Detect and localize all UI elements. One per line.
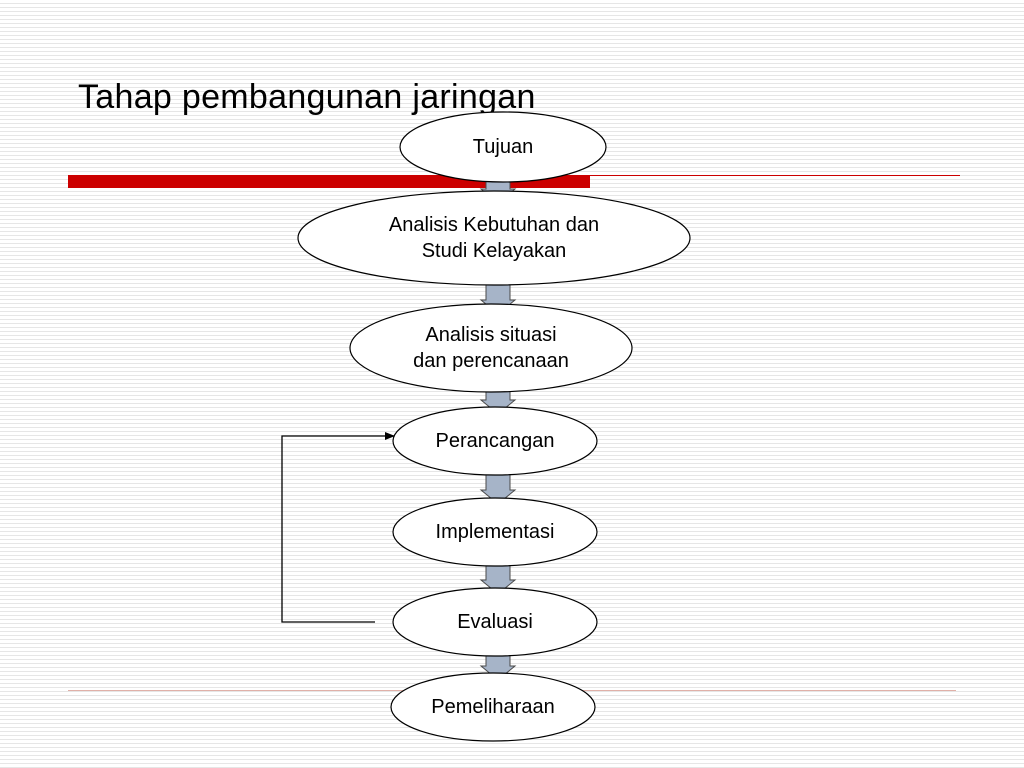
step-node-evaluasi — [392, 587, 598, 657]
step-node-perancangan — [392, 406, 598, 476]
flow-nodes — [297, 111, 691, 742]
step-node-analisis-situasi — [349, 303, 633, 393]
slide-title: Tahap pembangunan jaringan — [78, 78, 536, 116]
step-node-tujuan — [399, 111, 607, 183]
title-accent-line — [590, 175, 960, 176]
feedback-loop-arrow — [281, 432, 395, 623]
step-node-analisis-kebutuhan — [297, 190, 691, 286]
step-node-pemeliharaan — [390, 672, 596, 742]
step-node-implementasi — [392, 497, 598, 567]
